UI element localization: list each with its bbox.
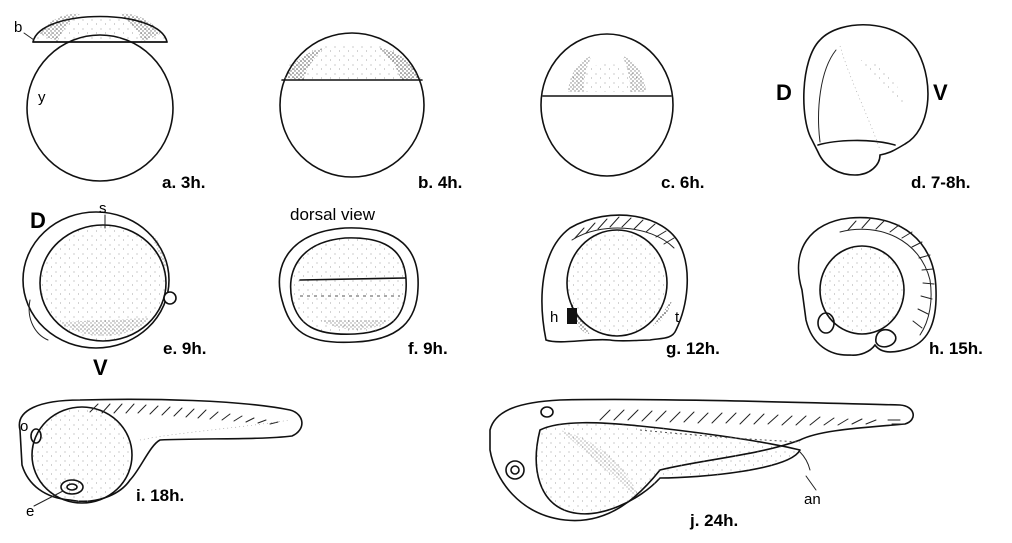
caption-a: a. 3h. <box>162 173 205 192</box>
label-o: o <box>20 418 28 435</box>
label-y: y <box>38 89 46 106</box>
label-e: e <box>26 503 34 520</box>
label-V-e: V <box>93 355 108 380</box>
label-D-e: D <box>30 208 46 233</box>
caption-i: i. 18h. <box>136 486 184 505</box>
caption-g: g. 12h. <box>666 339 720 358</box>
stage-e: D s V e. 9h. <box>23 200 206 380</box>
caption-d: d. 7-8h. <box>911 173 971 192</box>
stage-c: c. 6h. <box>541 34 704 192</box>
label-b: b <box>14 19 22 36</box>
label-s: s <box>99 200 107 217</box>
caption-h: h. 15h. <box>929 339 983 358</box>
label-D-d: D <box>776 80 792 105</box>
caption-c: c. 6h. <box>661 173 704 192</box>
stage-f: dorsal view f. 9h. <box>279 205 447 358</box>
stage-h: h. 15h. <box>799 218 983 358</box>
label-dorsal-view: dorsal view <box>290 205 376 224</box>
stage-a: b y a. 3h. <box>14 14 205 192</box>
caption-e: e. 9h. <box>163 339 206 358</box>
caption-f: f. 9h. <box>408 339 448 358</box>
caption-b: b. 4h. <box>418 173 462 192</box>
stage-i: o e i. 18h. <box>19 399 302 520</box>
stage-g: h t g. 12h. <box>542 215 720 358</box>
stage-j: an j. 24h. <box>490 399 913 530</box>
label-h: h <box>550 309 558 326</box>
caption-j: j. 24h. <box>689 511 738 530</box>
label-V-d: V <box>933 80 948 105</box>
stage-b: b. 4h. <box>280 33 462 192</box>
stage-d: D V d. 7-8h. <box>776 25 971 192</box>
label-an: an <box>804 491 821 508</box>
